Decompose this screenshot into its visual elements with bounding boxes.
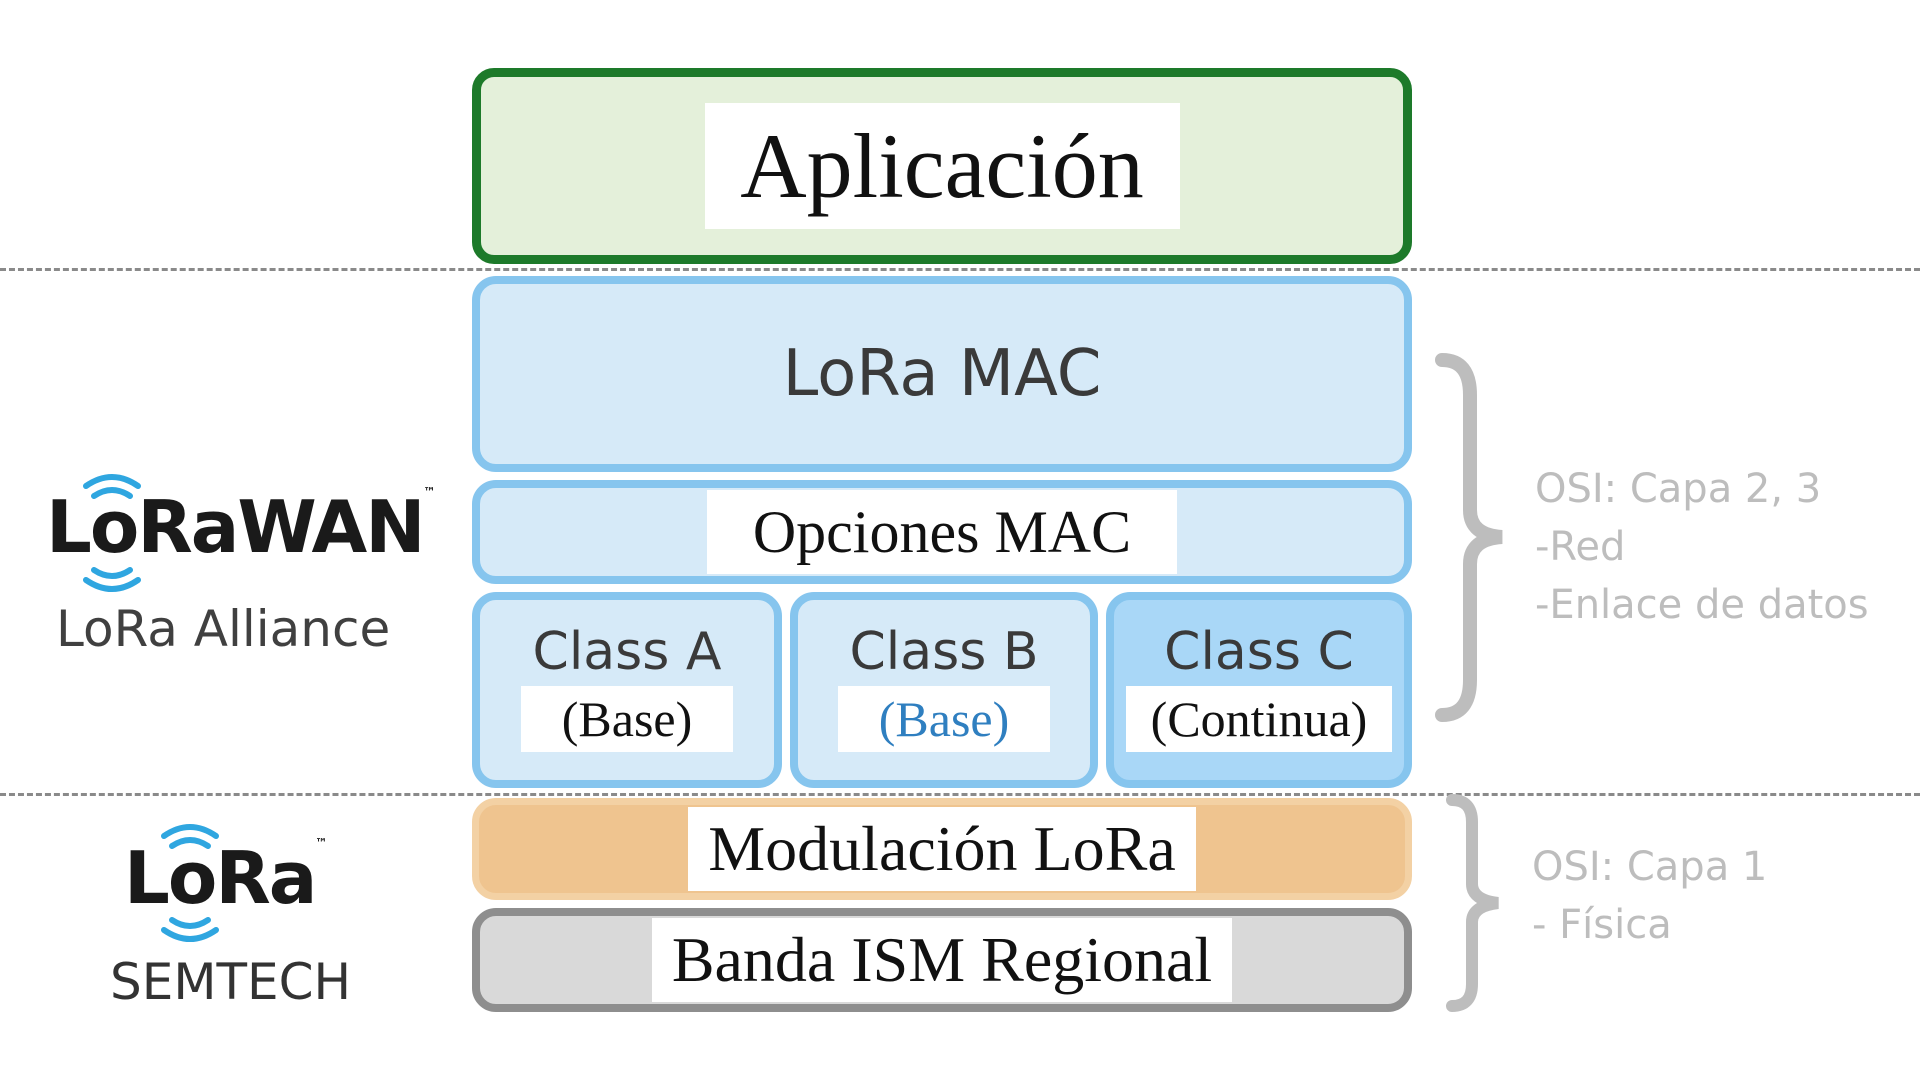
lorawan-tm: ™	[423, 485, 436, 499]
class-a-name: Class A	[532, 622, 722, 682]
lora-mac-layer: LoRa MAC	[472, 276, 1412, 472]
lora-wordmark-text: LoRa	[124, 836, 317, 920]
lorawan-wordmark-text: LoRaWAN	[46, 485, 426, 569]
osi-lower-annotation: OSI: Capa 1 - Física	[1532, 838, 1767, 954]
mac-options-label: Opciones MAC	[707, 490, 1177, 574]
class-b-box: Class B (Base)	[790, 592, 1098, 788]
semtech-caption: SEMTECH	[110, 953, 352, 1011]
class-b-name: Class B	[849, 622, 1039, 682]
class-c-sub: (Continua)	[1126, 686, 1392, 752]
band-label: Banda ISM Regional	[652, 918, 1232, 1002]
osi-upper-annotation: OSI: Capa 2, 3 -Red -Enlace de datos	[1535, 460, 1869, 634]
class-b-sub: (Base)	[838, 686, 1050, 752]
lorawan-wave-icon	[83, 474, 141, 592]
osi-lower-line2: - Física	[1532, 902, 1672, 948]
class-a-sub: (Base)	[521, 686, 733, 752]
lora-tm: ™	[315, 836, 327, 850]
lora-mac-label: LoRa MAC	[782, 337, 1102, 411]
divider-top	[0, 268, 1920, 271]
class-c-box: Class C (Continua)	[1106, 592, 1412, 788]
lora-wave-icon	[161, 824, 219, 942]
application-label: Aplicación	[704, 103, 1180, 229]
divider-bottom	[0, 793, 1920, 796]
osi-upper-line2: -Red	[1535, 524, 1626, 570]
lorawan-wordmark: LoRaWAN™	[46, 485, 436, 569]
lower-brace-icon	[1446, 794, 1499, 1012]
class-c-name: Class C	[1164, 622, 1354, 682]
upper-brace-icon	[1435, 353, 1503, 722]
osi-upper-line1: OSI: Capa 2, 3	[1535, 466, 1822, 512]
application-layer: Aplicación	[472, 68, 1412, 264]
lora-alliance-caption: LoRa Alliance	[56, 600, 391, 658]
class-a-box: Class A (Base)	[472, 592, 782, 788]
mac-options-layer: Opciones MAC	[472, 480, 1412, 584]
lora-wordmark: LoRa™	[124, 836, 327, 920]
osi-lower-line1: OSI: Capa 1	[1532, 844, 1768, 890]
osi-upper-line3: -Enlace de datos	[1535, 582, 1869, 628]
modulation-label: Modulación LoRa	[688, 807, 1196, 891]
modulation-layer: Modulación LoRa	[472, 798, 1412, 900]
band-layer: Banda ISM Regional	[472, 908, 1412, 1012]
